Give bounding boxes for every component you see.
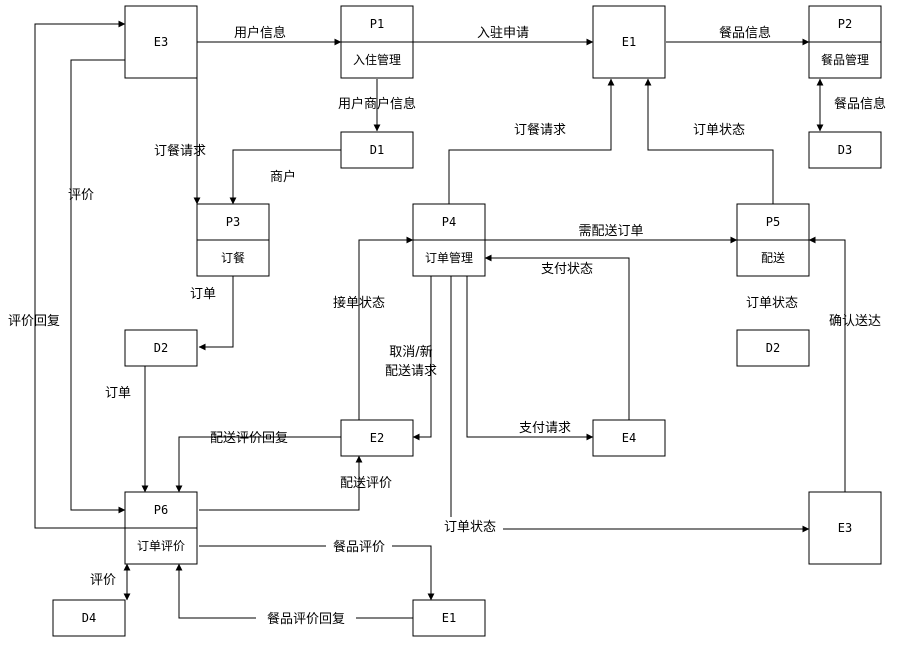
process-p6-id: P6: [154, 503, 168, 517]
label-need-delivery: 需配送订单: [578, 224, 643, 239]
entity-e4-label: E4: [622, 431, 636, 445]
label-dish-review-reply: 餐品评价回复: [267, 611, 345, 627]
label-cancel-new-line1: 取消/新: [389, 344, 432, 360]
label-order-status-e3: 订单状态: [444, 520, 496, 535]
label-confirm-delivery: 确认送达: [829, 314, 881, 329]
store-d2-left-label: D2: [154, 341, 168, 355]
process-p5-id: P5: [766, 215, 780, 229]
label-delivery-review-reply: 配送评价回复: [210, 431, 288, 446]
label-user-merchant-info: 用户商户信息: [338, 96, 416, 112]
store-d2-right-label: D2: [766, 341, 780, 355]
label-order-request-e3: 订餐请求: [154, 143, 206, 159]
process-p3: P3 订餐: [196, 203, 270, 277]
store-d3-label: D3: [838, 143, 852, 157]
entity-e1-bottom-label: E1: [442, 611, 456, 625]
process-p3-id: P3: [226, 215, 240, 229]
flow-e2-p4: [358, 236, 414, 421]
store-d4: D4: [52, 599, 126, 637]
flow-p3-d2: [198, 275, 234, 351]
process-p1-id: P1: [370, 17, 384, 31]
entity-e3-bottom-label: E3: [838, 521, 852, 535]
flow-p6-e3: [34, 20, 126, 529]
process-p6-name: 订单评价: [137, 539, 185, 553]
label-review-d4: 评价: [90, 573, 116, 588]
label-dish-info-d3: 餐品信息: [834, 96, 886, 112]
flow-e4-p4: [484, 254, 630, 421]
flow-p6-e2: [199, 455, 363, 511]
flow-p4-e2: [412, 276, 432, 441]
process-p5: P5 配送: [736, 203, 810, 277]
flow-p4-e4: [466, 276, 594, 441]
entity-e2: E2: [340, 419, 414, 457]
process-p4-id: P4: [442, 215, 456, 229]
entity-e3-top: E3: [124, 5, 198, 79]
label-order-status-p5: 订单状态: [693, 123, 745, 138]
label-accept-status: 接单状态: [333, 295, 385, 311]
process-p4-name: 订单管理: [425, 250, 473, 265]
process-p3-name: 订餐: [221, 250, 245, 265]
flow-p5-e1: [644, 78, 774, 204]
process-p1: P1 入住管理: [340, 5, 414, 79]
flow-p6-e1: [199, 545, 435, 601]
store-d1: D1: [340, 131, 414, 169]
entity-e3-bottom: E3: [808, 491, 882, 565]
label-merchant: 商户: [270, 169, 296, 185]
label-dish-review-bg: [326, 537, 392, 555]
process-p6: P6 订单评价: [124, 491, 198, 565]
label-order-request-p4: 订餐请求: [514, 122, 566, 138]
flow-d1-p3: [229, 149, 341, 205]
label-dish-info-p2: 餐品信息: [719, 25, 771, 41]
entity-e1-top-label: E1: [622, 35, 636, 49]
process-p2-id: P2: [838, 17, 852, 31]
label-order-status-e3-bg: [437, 517, 503, 535]
flow-p4-e1: [448, 78, 615, 204]
flow-labels: 用户信息 入驻申请 餐品信息 餐品信息 用户商户信息 订餐请求 商户 订餐请求 …: [8, 25, 886, 627]
label-review: 评价: [68, 188, 94, 203]
label-cancel-new-line2: 配送请求: [385, 364, 437, 379]
entity-e1-bottom: E1: [412, 599, 486, 637]
label-order-status-d2: 订单状态: [746, 296, 798, 311]
label-order-p3-d2: 订单: [190, 287, 216, 302]
process-p2-name: 餐品管理: [821, 52, 869, 67]
store-d2-left: D2: [124, 329, 198, 367]
store-d3: D3: [808, 131, 882, 169]
flow-p4-e3: [450, 276, 810, 533]
label-settle-apply: 入驻申请: [477, 26, 529, 41]
label-pay-request: 支付请求: [519, 421, 571, 436]
label-dish-review-reply-bg: [256, 609, 356, 627]
process-p4: P4 订单管理: [412, 203, 486, 277]
label-user-info: 用户信息: [234, 25, 286, 41]
entity-e3-top-label: E3: [154, 35, 168, 49]
flow-lines: [34, 20, 846, 619]
store-d1-label: D1: [370, 143, 384, 157]
process-p2: P2 餐品管理: [808, 5, 882, 79]
flow-e3-p5: [808, 236, 846, 492]
process-p1-name: 入住管理: [353, 52, 401, 67]
flow-e2-p6: [175, 436, 341, 493]
entity-e2-label: E2: [370, 431, 384, 445]
label-dish-review: 餐品评价: [333, 539, 385, 555]
store-d2-right: D2: [736, 329, 810, 367]
entity-e4: E4: [592, 419, 666, 457]
label-order-d2-p6: 订单: [105, 386, 131, 401]
process-p5-name: 配送: [761, 250, 785, 265]
label-delivery-review: 配送评价: [340, 476, 392, 491]
label-review-reply: 评价回复: [8, 314, 60, 329]
flow-e3-p6: [70, 59, 126, 514]
entity-e1-top: E1: [592, 5, 666, 79]
store-d4-label: D4: [82, 611, 96, 625]
label-pay-status: 支付状态: [541, 262, 593, 277]
